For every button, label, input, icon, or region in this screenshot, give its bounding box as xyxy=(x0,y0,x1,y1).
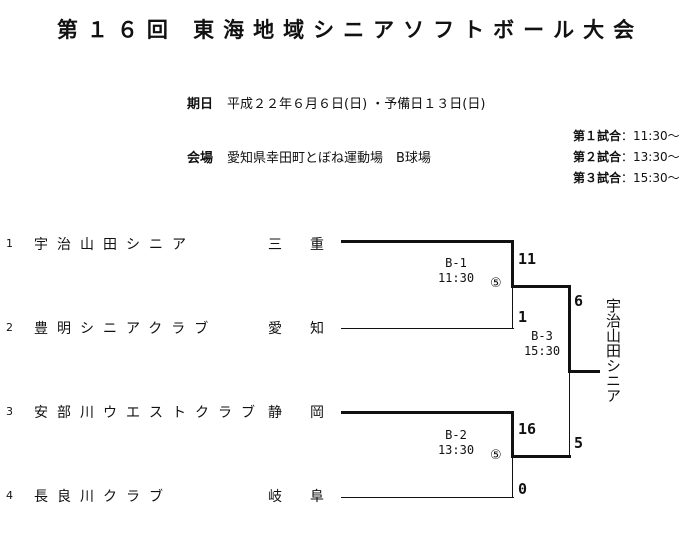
game-score: 5 xyxy=(574,434,584,452)
schedule-row: 第１試合：11:30〜 xyxy=(573,126,680,147)
bracket-line-team3 xyxy=(341,411,514,414)
called-game-mark: ⑤ xyxy=(490,448,502,463)
venue-value: 愛知県幸田町とぼね運動場 B球場 xyxy=(227,151,431,166)
match-schedule: 第１試合：11:30〜 第２試合：13:30〜 第３試合：15:30〜 xyxy=(573,126,680,189)
schedule-label: 第２試合 xyxy=(573,150,622,164)
game-b1-label: B-1 11:30 xyxy=(418,256,494,286)
bracket-final-line xyxy=(568,370,600,373)
team-name: 宇治山田シニア xyxy=(34,237,195,253)
team-name: 安部川ウエストクラブ xyxy=(34,405,264,421)
game-id: B-3 xyxy=(531,329,553,343)
bracket-line-team1 xyxy=(341,240,514,243)
game-score: 6 xyxy=(574,292,584,310)
game-score: 16 xyxy=(518,420,537,438)
date-value: 平成２２年６月６日(日) ・予備日１３日(日) xyxy=(227,97,486,112)
team-number: 1 xyxy=(6,237,13,250)
champion-name: 宇治山田シニア xyxy=(604,298,622,403)
bracket-line-team4 xyxy=(341,497,514,498)
game-time: 13:30 xyxy=(437,443,475,457)
game-score: 1 xyxy=(518,308,528,326)
bracket-vert-b3-upper xyxy=(568,285,571,373)
game-b2-label: B-2 13:30 xyxy=(418,428,494,458)
bracket-vert-b1-upper xyxy=(511,240,514,288)
team-prefecture: 愛知 xyxy=(268,321,352,337)
schedule-time: ：11:30〜 xyxy=(621,129,680,143)
schedule-row: 第２試合：13:30〜 xyxy=(573,147,680,168)
team-name: 豊明シニアクラブ xyxy=(34,321,218,337)
bracket-line-team2 xyxy=(341,328,514,329)
schedule-time: ：15:30〜 xyxy=(621,171,680,185)
bracket-vert-b3-lower xyxy=(569,373,570,457)
event-date: 期日平成２２年６月６日(日) ・予備日１３日(日) xyxy=(187,93,485,112)
schedule-time: ：13:30〜 xyxy=(621,150,680,164)
page-title: 第１６回 東海地域シニアソフトボール大会 xyxy=(56,18,644,42)
game-time: 15:30 xyxy=(523,344,561,358)
game-time: 11:30 xyxy=(437,271,475,285)
team-prefecture: 三重 xyxy=(268,237,352,253)
team-prefecture: 岐阜 xyxy=(268,489,352,505)
schedule-label: 第３試合 xyxy=(573,171,622,185)
team-name: 長良川クラブ xyxy=(34,489,172,505)
venue-label: 会場 xyxy=(187,151,214,166)
game-score: 0 xyxy=(518,480,528,498)
bracket-h-b2-out xyxy=(511,455,571,458)
called-game-mark: ⑤ xyxy=(490,276,502,291)
date-label: 期日 xyxy=(187,97,214,112)
event-venue: 会場愛知県幸田町とぼね運動場 B球場 xyxy=(187,147,431,166)
game-b3-label: B-3 15:30 xyxy=(512,329,572,359)
game-id: B-2 xyxy=(445,428,467,442)
bracket-h-b1-out xyxy=(511,285,571,288)
bracket-vert-b2-lower xyxy=(512,457,513,498)
bracket-vert-b1-lower xyxy=(512,288,513,329)
schedule-row: 第３試合：15:30〜 xyxy=(573,168,680,189)
schedule-label: 第１試合 xyxy=(573,129,622,143)
team-prefecture: 静岡 xyxy=(268,405,352,421)
game-score: 11 xyxy=(518,250,537,268)
team-number: 3 xyxy=(6,405,13,418)
team-number: 2 xyxy=(6,321,13,334)
bracket-vert-b2-upper xyxy=(511,411,514,457)
game-id: B-1 xyxy=(445,256,467,270)
team-number: 4 xyxy=(6,489,13,502)
